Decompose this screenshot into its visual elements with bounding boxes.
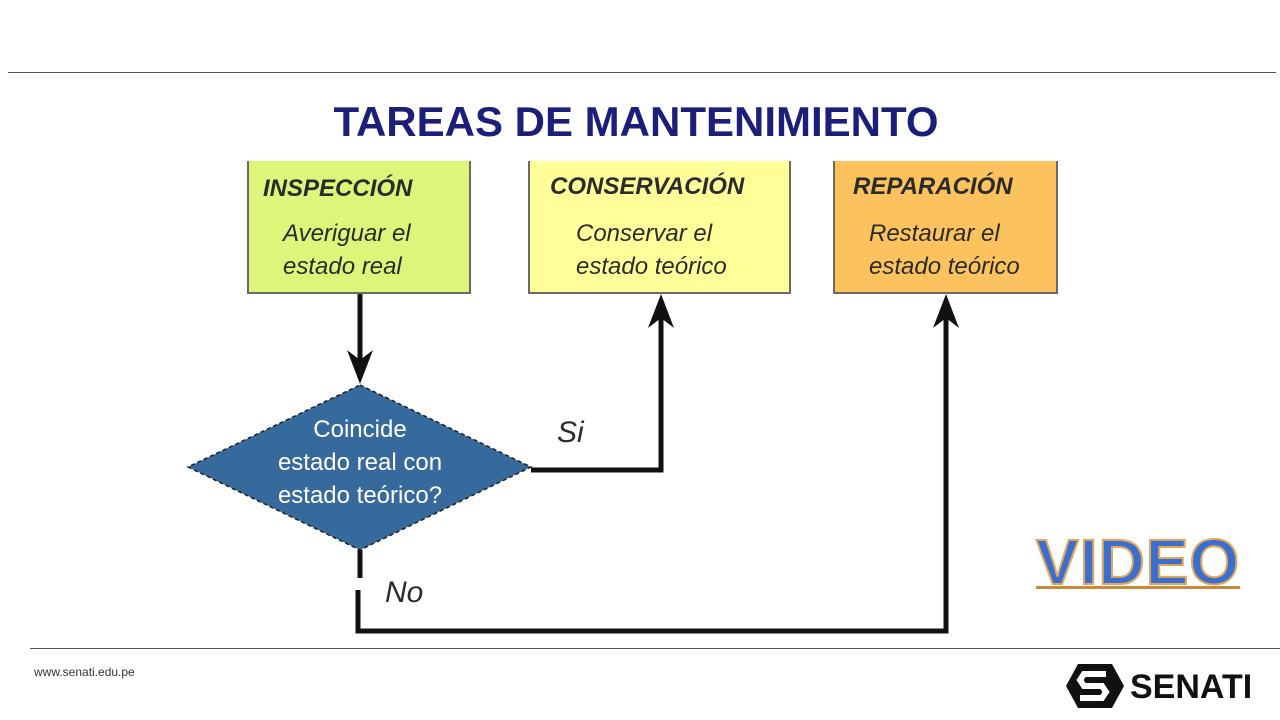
repair-description: Restaurar el estado teórico [869,217,1020,283]
decision-text: Coincide estado real con estado teórico? [215,413,505,512]
decision-line-1: Coincide [313,416,407,443]
arrowhead-up-repair [933,294,959,328]
arrow-yes-to-conservation [531,318,664,473]
video-link[interactable]: VIDEO [1035,525,1241,599]
arrowhead-down [347,350,373,384]
inspection-desc-line-1: Averiguar el [283,220,411,247]
inspection-desc-line-2: estado real [283,253,402,280]
bottom-divider [30,648,1280,649]
brand-name: SENATI [1130,668,1253,706]
decision-line-2: estado real con [277,449,443,476]
repair-heading: REPARACIÓN [853,173,1013,200]
arrow-no-to-repair [355,318,949,634]
conservation-desc-line-2: estado teórico [576,253,727,280]
decision-line-3: estado teórico? [277,482,443,509]
repair-desc-line-2: estado teórico [869,253,1020,280]
top-divider [8,72,1276,73]
inspection-heading: INSPECCIÓN [263,175,413,202]
repair-desc-line-1: Restaurar el [869,220,1000,247]
conservation-heading: CONSERVACIÓN [550,173,745,200]
conservation-desc-line-1: Conservar el [576,220,713,247]
inspection-description: Averiguar el estado real [283,217,411,283]
slide-title: TAREAS DE MANTENIMIENTO [333,98,939,145]
no-label: No [385,576,424,609]
senati-logo-icon [1066,664,1124,708]
arrowhead-up-conservation [648,294,674,328]
repair-box: REPARACIÓN Restaurar el estado teórico [833,161,1058,294]
inspection-box: INSPECCIÓN Averiguar el estado real [247,161,471,294]
footer-url: www.senati.edu.pe [34,665,135,679]
conservation-description: Conservar el estado teórico [576,217,727,283]
conservation-box: CONSERVACIÓN Conservar el estado teórico [528,161,791,294]
yes-label: Si [557,416,584,449]
